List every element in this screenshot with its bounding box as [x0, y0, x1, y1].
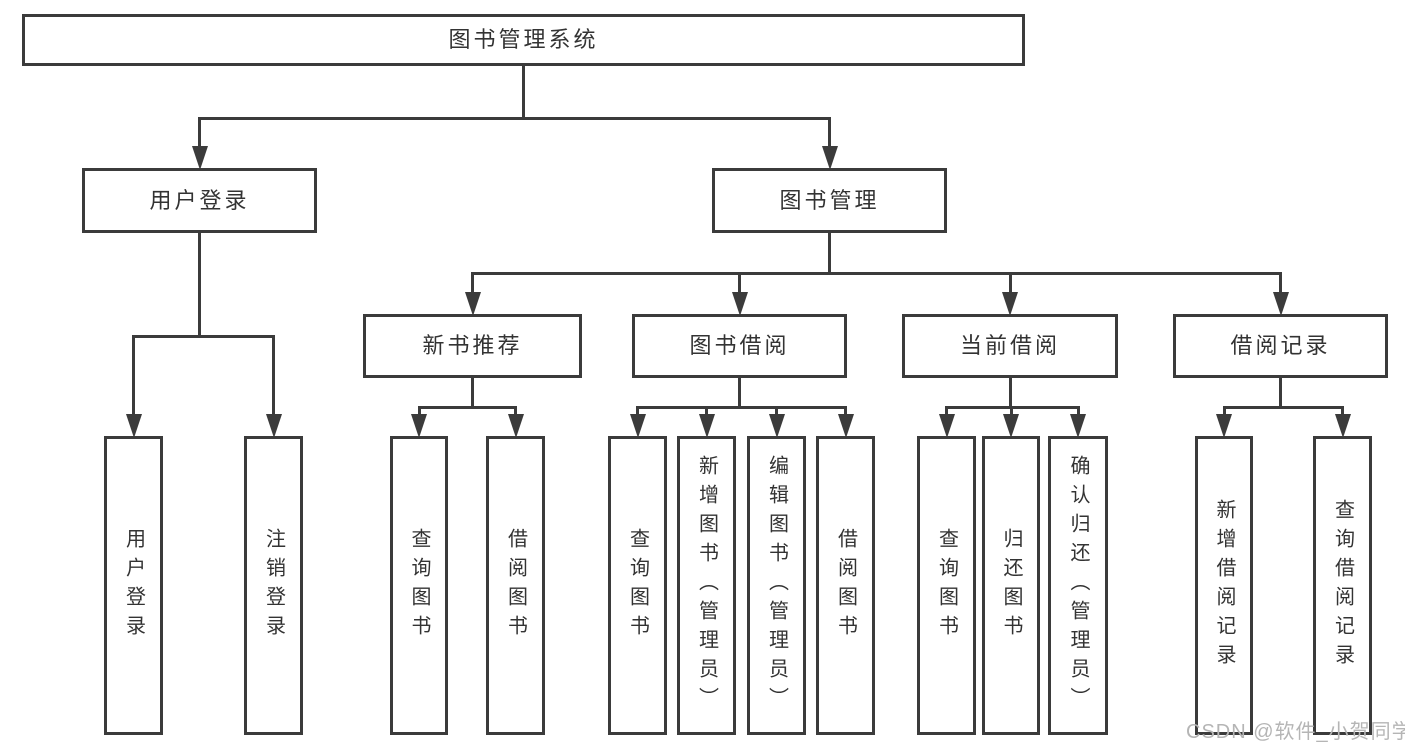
node-book-management: 图书管理 [712, 168, 947, 233]
node-borrowing-borrow-books: 借阅图书 [816, 436, 875, 735]
node-records-add-record: 新增借阅记录 [1195, 436, 1253, 735]
edge-shaft-book-borrowing [738, 271, 741, 294]
edge-rail-new-book-recommend [417, 405, 517, 409]
edge-shaft-recommend-query-books [417, 405, 421, 416]
node-label: 新书推荐 [422, 333, 523, 358]
node-borrowing-add-books: 新增图书（管理员） [677, 436, 736, 735]
edge-rail-borrowing-records [1222, 405, 1344, 409]
node-user-login-action: 用户登录 [104, 436, 163, 735]
edge-arrowhead-borrowing-edit-books [768, 414, 785, 438]
edge-stub-current-borrowing [1008, 378, 1012, 409]
node-label: 图书管理 [779, 187, 880, 213]
node-label: 新增图书（管理员） [695, 455, 718, 716]
edge-shaft-current-confirm-return [1076, 405, 1080, 416]
edge-shaft-borrowing-borrow-books [844, 405, 847, 416]
edge-rail-root [198, 116, 831, 120]
node-label: 图书管理系统 [448, 27, 599, 52]
edge-shaft-current-return-books [1009, 405, 1013, 416]
edge-stub-borrowing-records [1279, 378, 1282, 409]
edge-arrowhead-current-borrowing [1002, 292, 1018, 316]
edge-shaft-current-borrowing [1008, 271, 1012, 294]
edge-shaft-new-book-recommend [471, 271, 474, 294]
edge-rail-book-borrowing [636, 405, 847, 409]
edge-shaft-user-login [198, 116, 201, 148]
node-borrowing-query-books: 查询图书 [608, 436, 667, 735]
edge-arrowhead-current-query-books [938, 414, 955, 438]
edge-arrowhead-recommend-query-books [411, 414, 427, 438]
node-label: 借阅记录 [1230, 333, 1331, 358]
edge-arrowhead-current-return-books [1003, 414, 1019, 438]
edge-arrowhead-borrowing-records [1272, 292, 1289, 316]
edge-shaft-records-add-record [1222, 405, 1226, 416]
edge-arrowhead-new-book-recommend [464, 292, 481, 316]
node-current-confirm-return: 确认归还（管理员） [1048, 436, 1108, 735]
node-records-query-record: 查询借阅记录 [1313, 436, 1372, 735]
edge-rail-book-management [471, 271, 1282, 275]
edge-arrowhead-borrowing-add-books [698, 414, 715, 438]
edge-arrowhead-logout-action [265, 414, 282, 438]
node-label: 确认归还（管理员） [1067, 455, 1089, 716]
edge-shaft-borrowing-query-books [636, 405, 639, 416]
node-recommend-borrow-books: 借阅图书 [486, 436, 545, 735]
edge-arrowhead-borrowing-query-books [629, 414, 646, 438]
node-label: 图书借阅 [689, 333, 790, 358]
edge-rail-user-login [132, 334, 275, 338]
node-label: 归还图书 [1000, 527, 1022, 644]
node-label: 查询图书 [408, 527, 430, 644]
edge-shaft-logout-action [272, 334, 275, 416]
node-recommend-query-books: 查询图书 [390, 436, 448, 735]
node-label: 新增借阅记录 [1213, 498, 1235, 673]
node-label: 用户登录 [122, 527, 145, 644]
node-current-borrowing: 当前借阅 [902, 314, 1118, 378]
edge-arrowhead-current-confirm-return [1070, 414, 1086, 438]
node-new-book-recommend: 新书推荐 [363, 314, 582, 378]
edge-arrowhead-borrowing-borrow-books [837, 414, 854, 438]
edge-arrowhead-user-login [191, 146, 208, 170]
node-label: 注销登录 [262, 527, 285, 644]
edge-shaft-recommend-borrow-books [514, 405, 517, 416]
node-current-return-books: 归还图书 [982, 436, 1040, 735]
edge-stub-book-management [828, 233, 831, 275]
node-label: 借阅图书 [504, 527, 527, 644]
edge-arrowhead-book-management [821, 146, 838, 170]
edge-arrowhead-records-query-record [1334, 414, 1351, 438]
edge-arrowhead-recommend-borrow-books [507, 414, 524, 438]
edge-shaft-book-management [828, 116, 831, 148]
edge-stub-root [522, 66, 525, 120]
node-label: 编辑图书（管理员） [765, 455, 788, 716]
node-borrowing-records: 借阅记录 [1173, 314, 1388, 378]
node-label: 用户登录 [149, 187, 250, 213]
edge-shaft-borrowing-edit-books [775, 405, 778, 416]
edge-arrowhead-records-add-record [1216, 414, 1232, 438]
edge-shaft-records-query-record [1341, 405, 1344, 416]
node-borrowing-edit-books: 编辑图书（管理员） [747, 436, 806, 735]
edge-arrowhead-user-login-action [125, 414, 142, 438]
watermark: CSDN @软件_小贺同学 [1186, 721, 1405, 743]
node-label: 查询图书 [626, 527, 649, 644]
edge-shaft-user-login-action [132, 334, 135, 416]
edge-stub-book-borrowing [738, 378, 741, 409]
node-logout-action: 注销登录 [244, 436, 303, 735]
edge-shaft-borrowing-records [1279, 271, 1282, 294]
edge-shaft-current-query-books [945, 405, 948, 416]
node-user-login: 用户登录 [82, 168, 317, 233]
node-label: 借阅图书 [834, 527, 857, 644]
node-current-query-books: 查询图书 [917, 436, 976, 735]
node-root: 图书管理系统 [22, 14, 1025, 66]
edge-arrowhead-book-borrowing [731, 292, 748, 316]
edge-shaft-borrowing-add-books [705, 405, 708, 416]
node-book-borrowing: 图书借阅 [632, 314, 847, 378]
node-label: 查询借阅记录 [1331, 498, 1354, 673]
node-label: 查询图书 [935, 527, 958, 644]
edge-stub-new-book-recommend [471, 378, 474, 409]
node-label: 当前借阅 [959, 333, 1060, 358]
edge-stub-user-login [198, 233, 201, 338]
